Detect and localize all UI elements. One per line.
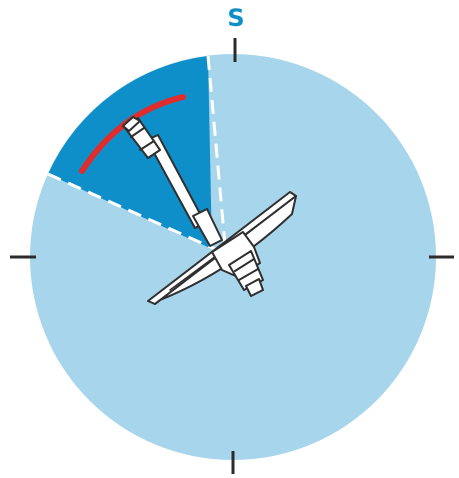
- dish-feed-joint: [192, 208, 223, 247]
- dish-connector: [245, 278, 264, 297]
- coverage-sector: [48, 56, 212, 249]
- dish-bracket: [228, 250, 264, 291]
- dish-lnb: [122, 116, 161, 159]
- south-label: S: [227, 4, 244, 32]
- sector-edge-right: [206, 55, 227, 246]
- sector-edge-left: [47, 172, 216, 251]
- satellite-dish-icon: [122, 116, 297, 305]
